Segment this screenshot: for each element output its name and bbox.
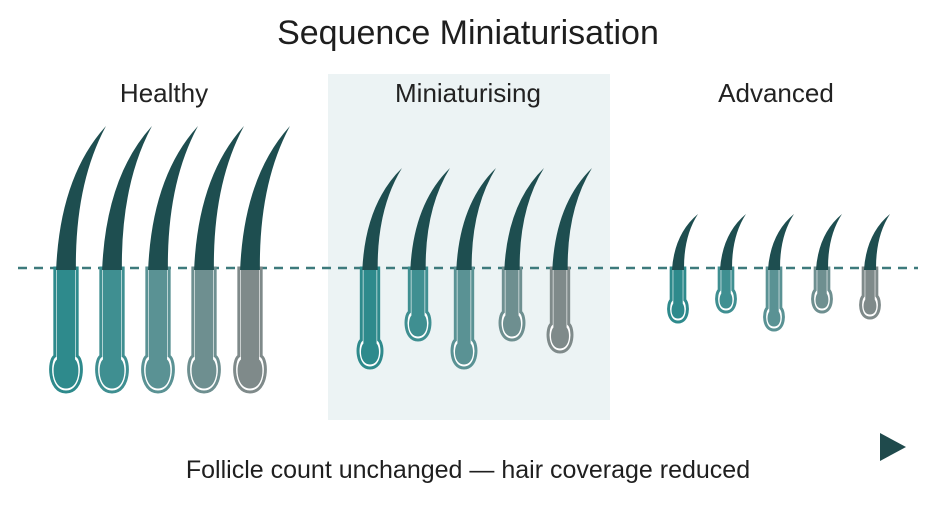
hair-shaft	[56, 126, 106, 270]
hair-shaft	[863, 214, 890, 270]
page-title: Sequence Miniaturisation	[277, 14, 659, 52]
diagram-caption: Follicle count unchanged — hair coverage…	[185, 456, 751, 484]
follicle-bulb	[863, 270, 877, 315]
hair-shaft	[504, 168, 544, 270]
hair-shaft	[719, 214, 746, 270]
follicle-bulb	[237, 270, 263, 389]
hair-shaft	[148, 126, 198, 270]
follicle-bulb	[503, 270, 521, 337]
stage-2-follicles	[667, 214, 890, 332]
hair-shaft	[671, 214, 698, 270]
hair-shaft	[456, 168, 496, 270]
hair-shaft	[102, 126, 152, 270]
follicle-bulb	[409, 270, 427, 337]
follicle-groups	[49, 126, 890, 394]
stage-0-follicles	[49, 126, 290, 394]
follicle-bulb	[767, 270, 781, 327]
right-arrow-icon	[880, 433, 906, 461]
follicle-bulb	[719, 270, 733, 309]
stage-label-miniaturising: Miniaturising	[395, 78, 541, 108]
follicle-bulb	[53, 270, 79, 389]
hair-shaft	[767, 214, 794, 270]
follicle-bulb	[191, 270, 217, 389]
stage-1-follicles	[356, 168, 592, 370]
hair-shaft	[815, 214, 842, 270]
follicle-bulb	[145, 270, 171, 389]
stage-label-advanced: Advanced	[718, 78, 834, 108]
follicle-bulb	[455, 270, 473, 365]
hair-shaft	[552, 168, 592, 270]
hair-shaft	[362, 168, 402, 270]
hair-shaft	[194, 126, 244, 270]
hair-shaft	[240, 126, 290, 270]
follicle-bulb	[361, 270, 379, 365]
follicle-bulb	[99, 270, 125, 389]
stage-label-healthy: Healthy	[119, 78, 209, 108]
follicle-bulb	[815, 270, 829, 309]
follicle-bulb	[671, 270, 685, 319]
follicle-bulb	[551, 270, 569, 349]
hair-shaft	[410, 168, 450, 270]
